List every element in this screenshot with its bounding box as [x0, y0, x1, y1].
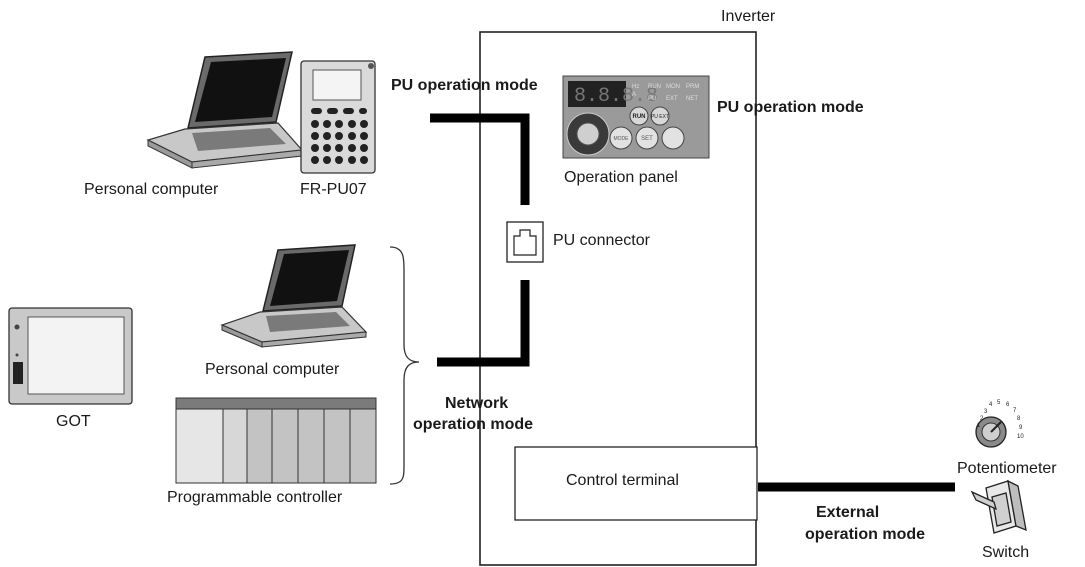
- laptop-top-icon: [146, 51, 304, 169]
- svg-text:Hz: Hz: [632, 84, 639, 90]
- dial-scale-10: 10: [1017, 434, 1024, 440]
- fr-pu07-icon: [300, 60, 376, 174]
- svg-text:RUN: RUN: [648, 84, 661, 90]
- svg-text:MON: MON: [666, 84, 680, 90]
- operation-panel-display: 8.8.8.8: [574, 85, 658, 108]
- personal-computer-top-label: Personal computer: [84, 181, 219, 198]
- mode-key-icon: [609, 126, 633, 150]
- stop-key-icon: [661, 126, 685, 150]
- programmable-controller-icon: [175, 397, 377, 484]
- dial-scale-4: 4: [989, 402, 993, 408]
- svg-text:PU EXT: PU EXT: [651, 114, 669, 120]
- network-mode-label-line1: Network: [445, 395, 509, 412]
- switch-label: Switch: [982, 544, 1030, 561]
- svg-text:RUN: RUN: [633, 114, 646, 120]
- dial-scale-5: 5: [997, 400, 1001, 406]
- run-key-icon: [629, 106, 649, 126]
- dial-scale-2: 2: [980, 416, 984, 422]
- dial-scale-6: 6: [1006, 402, 1010, 408]
- personal-computer-middle-label: Personal computer: [205, 361, 340, 378]
- svg-text:PU: PU: [648, 96, 656, 102]
- svg-text:A: A: [632, 92, 636, 98]
- got-label: GOT: [56, 413, 91, 430]
- potentiometer-icon: 1 2 3 4 5 6 7 8 9 10: [975, 400, 1024, 448]
- dial-scale-8: 8: [1017, 416, 1021, 422]
- external-mode-label-line2: operation mode: [805, 526, 926, 543]
- pu-operation-mode-right-label: PU operation mode: [717, 99, 864, 116]
- dial-scale-1: 1: [977, 423, 981, 429]
- dial-scale-3: 3: [984, 409, 988, 415]
- programmable-controller-label: Programmable controller: [167, 489, 343, 506]
- network-line: [437, 280, 530, 367]
- svg-text:EXT: EXT: [666, 96, 678, 102]
- inverter-title: Inverter: [721, 8, 776, 25]
- control-terminal-box: [514, 446, 758, 521]
- external-mode-label-line1: External: [816, 504, 880, 521]
- svg-text:SET: SET: [641, 136, 653, 142]
- control-terminal-label: Control terminal: [566, 472, 679, 489]
- dial-scale-7: 7: [1013, 408, 1017, 414]
- pu-connector-label: PU connector: [553, 232, 650, 249]
- network-brace: [389, 246, 420, 485]
- operation-panel-icon: 8.8.8.8 HzA RUN MON PRM PU EXT NET RUN PU EX…: [562, 75, 710, 159]
- fr-pu07-label: FR-PU07: [300, 181, 367, 198]
- svg-text:MODE: MODE: [614, 136, 630, 142]
- pu-operation-mode-left-label: PU operation mode: [391, 77, 538, 94]
- connection-lines: [430, 113, 955, 492]
- potentiometer-label: Potentiometer: [957, 460, 1057, 477]
- svg-text:NET: NET: [686, 96, 698, 102]
- switch-icon: [970, 479, 1027, 534]
- svg-text:PRM: PRM: [686, 84, 699, 90]
- set-key-icon: [635, 126, 659, 150]
- operation-panel-label: Operation panel: [564, 169, 678, 186]
- pu-connector-icon: [506, 221, 544, 263]
- dial-scale-9: 9: [1019, 425, 1023, 431]
- got-icon: [8, 307, 133, 405]
- network-mode-label-line2: operation mode: [413, 416, 534, 433]
- inverter-box: [479, 31, 757, 566]
- pu-upper-line: [430, 113, 530, 205]
- laptop-middle-icon: [220, 244, 368, 348]
- pu-ext-key-icon: [650, 106, 670, 126]
